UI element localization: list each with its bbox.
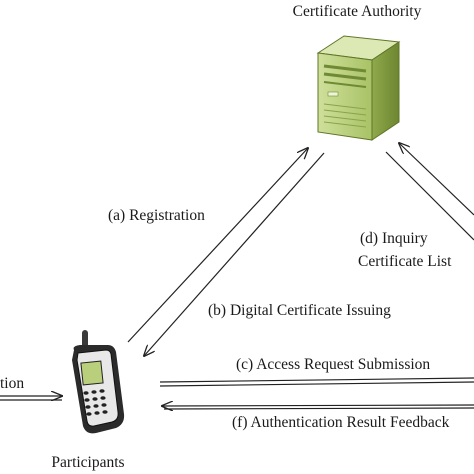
- mobile-phone-icon: [72, 330, 125, 434]
- auth-feedback-label: (f) Authentication Result Feedback: [232, 414, 450, 431]
- left-partial-label: tion: [0, 375, 24, 392]
- registration-label: (a) Registration: [108, 207, 205, 224]
- auth-feedback-arrow: [162, 405, 474, 406]
- access-request-line: [159, 377, 474, 383]
- participants-label: Participants: [51, 454, 124, 471]
- server-tower-icon: [316, 35, 401, 141]
- inquiry-label-line2: Certificate List: [358, 253, 452, 270]
- registration-arrow: [127, 148, 308, 343]
- inquiry-return-line: [385, 151, 474, 241]
- access-request-return-line: [159, 381, 474, 387]
- inquiry-label-line1: (d) Inquiry: [360, 230, 428, 247]
- access-request-label: (c) Access Request Submission: [236, 356, 430, 373]
- ca-label: Certificate Authority: [293, 3, 422, 20]
- certificate-issuing-label: (b) Digital Certificate Issuing: [208, 302, 391, 319]
- certificate-issuing-arrow: [144, 152, 325, 356]
- auth-feedback-line: [163, 407, 474, 410]
- inquiry-arrow: [399, 143, 474, 216]
